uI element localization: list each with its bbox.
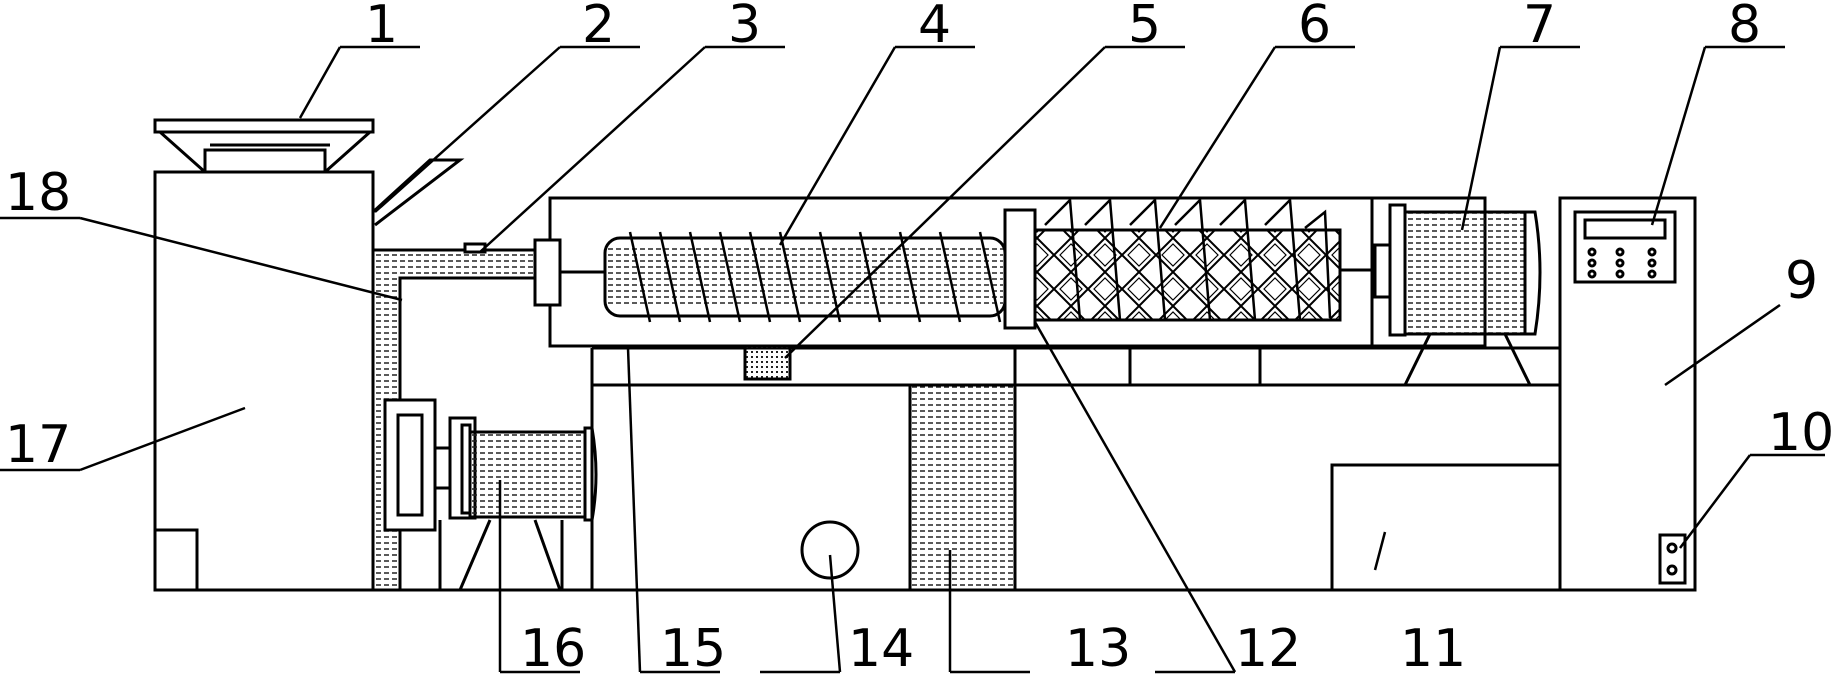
callout-2: 2 xyxy=(582,0,615,55)
lower-motor-stand xyxy=(438,519,564,591)
callout-9: 9 xyxy=(1785,251,1818,311)
main-motor-stand xyxy=(1403,333,1532,386)
callout-8: 8 xyxy=(1728,0,1761,55)
callout-6: 6 xyxy=(1298,0,1331,55)
kneading-screw xyxy=(1033,197,1342,322)
main-motor xyxy=(1373,203,1542,337)
control-panel xyxy=(1573,210,1677,284)
pump-body xyxy=(383,398,437,532)
dividing-plate xyxy=(1003,208,1037,330)
collection-box xyxy=(1330,463,1560,590)
callout-17: 17 xyxy=(5,415,71,475)
power-switch xyxy=(1658,533,1687,585)
callout-4: 4 xyxy=(918,0,951,55)
feed-hopper xyxy=(153,118,375,174)
callout-11: 11 xyxy=(1400,619,1466,678)
lower-motor xyxy=(448,416,598,522)
main-frame xyxy=(590,346,1560,590)
callout-18: 18 xyxy=(5,163,71,223)
callout-10: 10 xyxy=(1768,403,1834,463)
callout-15: 15 xyxy=(660,619,726,678)
left-housing xyxy=(153,170,375,592)
callout-12: 12 xyxy=(1235,619,1301,678)
callout-5: 5 xyxy=(1128,0,1161,55)
left-housing-door xyxy=(153,528,199,592)
callout-labels: 1 2 3 4 5 6 7 8 9 10 11 12 13 14 15 16 1… xyxy=(5,0,1834,678)
inclined-plate xyxy=(371,158,465,227)
leader-lines xyxy=(0,45,1825,674)
callout-14: 14 xyxy=(848,619,914,678)
heat-sink xyxy=(908,383,1017,592)
callout-16: 16 xyxy=(520,619,586,678)
callout-1: 1 xyxy=(365,0,398,55)
filter-screen xyxy=(743,344,792,381)
callout-7: 7 xyxy=(1523,0,1556,55)
drive-wheel xyxy=(800,520,860,580)
shaft-coupling xyxy=(533,238,562,307)
callout-13: 13 xyxy=(1065,619,1131,678)
callout-3: 3 xyxy=(728,0,761,55)
